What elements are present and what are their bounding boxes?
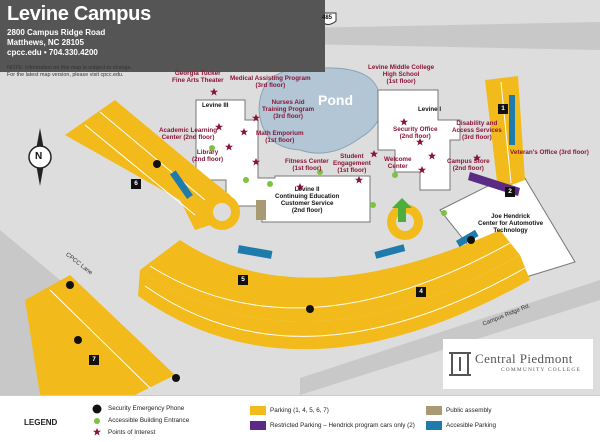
poi-library: Library (2nd floor) bbox=[192, 149, 224, 163]
lot-2-marker: 2 bbox=[505, 187, 515, 197]
highway-485 bbox=[300, 22, 600, 50]
joe-hendrick-label: Joe Hendrick Center for Automotive Techn… bbox=[478, 213, 544, 234]
logo-sub: COMMUNITY COLLEGE bbox=[501, 367, 581, 373]
poi-welcome-center: Welcome Center bbox=[384, 156, 412, 170]
note-line-1: NOTE: Information on this map is subject… bbox=[7, 65, 132, 71]
poi-disability-services: Disability and Access Services (3rd floo… bbox=[452, 120, 502, 141]
poi-medical-assisting: Medical Assisting Program (3rd floor) bbox=[230, 75, 311, 89]
levine-3-label: Levine III bbox=[202, 102, 229, 109]
poi-fitness-center: Fitness Center (1st floor) bbox=[285, 158, 329, 172]
cpcc-logo: Central Piedmont COMMUNITY COLLEGE bbox=[443, 339, 593, 389]
contact-info: cpcc.edu • 704.330.4200 bbox=[7, 48, 98, 57]
legend-phone-label: Security Emergency Phone bbox=[108, 405, 185, 412]
legend-accessible-label: Accesible Parking bbox=[446, 422, 497, 429]
legend-symbols bbox=[92, 404, 102, 436]
legend-poi-label: Points of Interest bbox=[108, 429, 156, 436]
legend-restricted-label: Restricted Parking – Hendrick program ca… bbox=[270, 422, 415, 429]
parking-lot-1-shape bbox=[485, 76, 525, 190]
legend-parking-label: Parking (1, 4, 5, 6, 7) bbox=[270, 407, 329, 414]
poi-campus-store: Campus Store (2nd floor) bbox=[447, 158, 490, 172]
poi-veterans-office: Veteran's Office (3rd floor) bbox=[510, 149, 589, 156]
parking-lot-7-shape bbox=[25, 275, 175, 395]
legend-title: LEGEND bbox=[24, 418, 58, 427]
poi-math-emporium: Math Emporium (1st floor) bbox=[256, 130, 304, 144]
parking-lot-4-5-shape bbox=[138, 229, 530, 350]
compass-n-label: N bbox=[35, 151, 43, 162]
poi-academic-learning: Academic Learning Center (2nd floor) bbox=[159, 127, 218, 141]
legend-restricted-swatch bbox=[250, 421, 266, 430]
logo-name: Central Piedmont bbox=[475, 351, 573, 366]
emergency-phones bbox=[66, 160, 475, 382]
levine-2-label: Levine II Continuing Education Customer … bbox=[275, 186, 340, 214]
public-assembly-area bbox=[256, 200, 266, 220]
legend-assembly-label: Public assembly bbox=[446, 407, 492, 414]
lot-6-marker: 6 bbox=[131, 179, 141, 189]
compass-north-icon bbox=[28, 128, 52, 186]
lot-1-marker: 1 bbox=[498, 104, 508, 114]
poi-georgia-tucker: Georgia Tucker Fine Arts Theater bbox=[172, 70, 224, 84]
accessible-entrances bbox=[209, 145, 447, 216]
poi-nurses-aid: Nurses Aid Training Program (3rd floor) bbox=[262, 99, 315, 120]
highway-label: 485 bbox=[322, 15, 333, 21]
legend: LEGEND Security Emergency Phone Accessib… bbox=[0, 395, 600, 442]
legend-accessible-swatch bbox=[426, 421, 442, 430]
poi-security-office: Security Office (2nd floor) bbox=[393, 126, 438, 140]
lot-5-marker: 5 bbox=[238, 275, 248, 285]
legend-assembly-swatch bbox=[426, 406, 442, 415]
address-street: 2800 Campus Ridge Road bbox=[7, 28, 106, 37]
poi-student-engagement: Student Engagement (1st floor) bbox=[333, 153, 371, 174]
buildings bbox=[195, 89, 576, 286]
turnaround-island bbox=[213, 203, 231, 221]
pond-label: Pond bbox=[318, 92, 353, 108]
poi-stars bbox=[210, 88, 481, 191]
lot-4-marker: 4 bbox=[416, 287, 426, 297]
map-note: NOTE: Information on this map is subject… bbox=[7, 65, 207, 79]
levine-1-label: Levine I bbox=[418, 106, 442, 113]
legend-entrance-icon bbox=[94, 418, 100, 424]
entrance-arrow bbox=[392, 198, 412, 222]
parking-lot-6-shape bbox=[65, 100, 240, 230]
poi-levine-middle-college: Levine Middle College High School (1st f… bbox=[368, 64, 435, 85]
note-line-2: For the latest map version, please visit… bbox=[7, 72, 124, 78]
campus-title: Levine Campus bbox=[7, 3, 151, 25]
levine-2-3-building bbox=[195, 99, 371, 223]
lot-7-marker: 7 bbox=[89, 355, 99, 365]
legend-parking-swatch bbox=[250, 406, 266, 415]
legend-entrance-label: Accessible Building Entrance bbox=[108, 417, 190, 424]
legend-phone-icon bbox=[92, 404, 102, 414]
levine-1-building bbox=[377, 89, 461, 191]
map-header: Levine Campus 2800 Campus Ridge Road Mat… bbox=[0, 0, 325, 72]
campus-ridge-road bbox=[300, 280, 600, 395]
address-city: Matthews, NC 28105 bbox=[7, 38, 84, 47]
cpcc-logo-icon bbox=[449, 352, 471, 376]
legend-poi-icon bbox=[93, 428, 101, 436]
